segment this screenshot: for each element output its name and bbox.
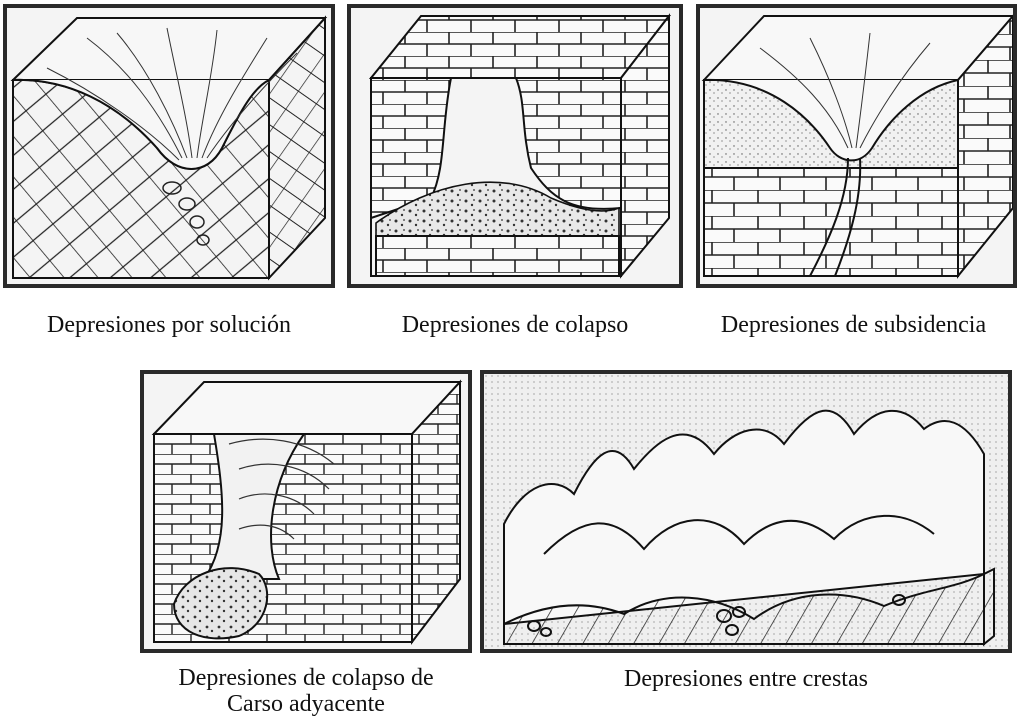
adjacent-karst-collapse-drawing bbox=[151, 379, 463, 645]
caption-solution-depressions: Depresiones por solución bbox=[47, 312, 291, 338]
depressions-between-crests-drawing bbox=[484, 374, 1008, 649]
caption-depressions-between-crests: Depresiones entre crestas bbox=[624, 666, 868, 692]
depressions-between-crests-block-diagram bbox=[480, 370, 1012, 653]
caption-line-1: Depresiones de colapso de bbox=[178, 665, 434, 691]
collapse-depression-drawing bbox=[368, 13, 672, 279]
collapse-depression-block-diagram bbox=[347, 4, 683, 288]
solution-depression-drawing bbox=[10, 15, 328, 281]
adjacent-karst-collapse-block-diagram bbox=[140, 370, 472, 653]
caption-subsidence-depressions: Depresiones de subsidencia bbox=[720, 312, 987, 338]
subsidence-depression-drawing bbox=[701, 14, 1013, 279]
caption-line-2: Carso adyacente bbox=[227, 691, 385, 717]
subsidence-depression-block-diagram bbox=[696, 4, 1017, 288]
caption-collapse-depressions: Depresiones de colapso bbox=[401, 312, 629, 338]
solution-depression-block-diagram bbox=[3, 4, 335, 288]
caption-adjacent-karst-collapse: Depresiones de colapso de Carso adyacent… bbox=[140, 665, 472, 717]
